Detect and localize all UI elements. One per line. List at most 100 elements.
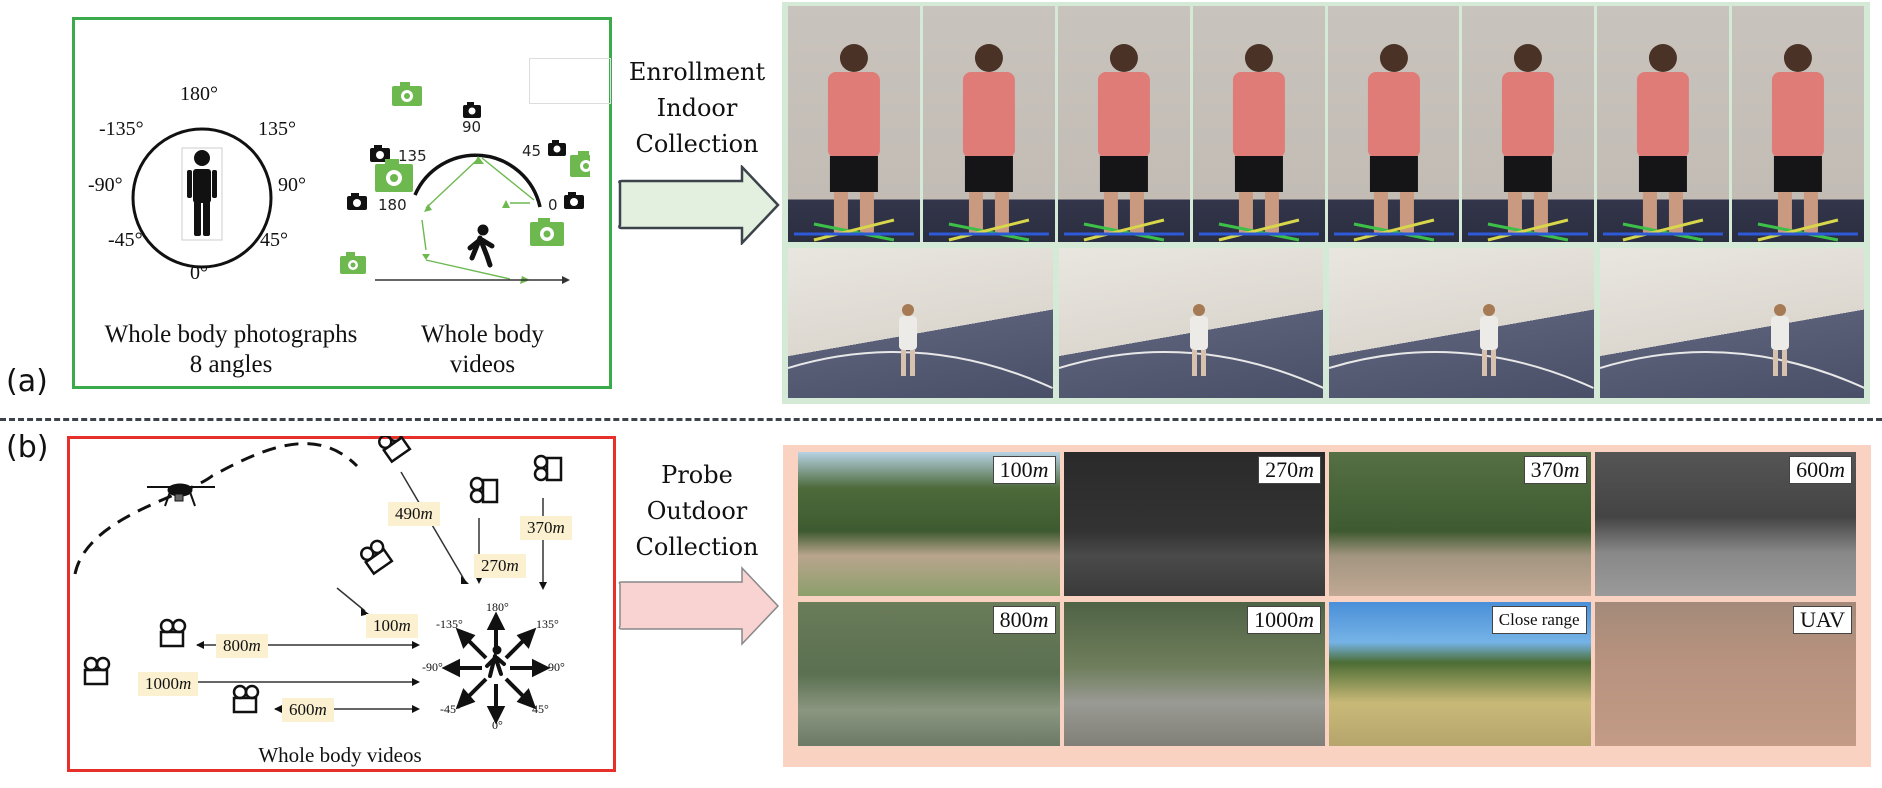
enrollment-photo: [1597, 6, 1730, 242]
probe-distance-diagram: [73, 436, 563, 725]
part-label-b: (b): [6, 430, 49, 465]
distance-unit: m: [552, 518, 565, 537]
probe-frame: 800m: [798, 602, 1060, 746]
video-camera-icon-800: [159, 618, 187, 648]
angle-0: 0°: [492, 718, 503, 732]
angle-135: 135°: [536, 617, 559, 631]
angle-label-neg45: -45°: [108, 229, 143, 251]
distance-lines: [147, 471, 544, 710]
enrollment-arrow-icon: [618, 165, 780, 245]
enrollment-photo: [922, 6, 1055, 242]
enrollment-photo: [1732, 6, 1864, 242]
angle-neg90: -90°: [422, 660, 443, 674]
distance-unit: m: [398, 616, 411, 635]
person-figure: [793, 44, 914, 242]
walking-subject: [1058, 304, 1323, 389]
distance-370-value: 370: [527, 518, 553, 537]
video-angle-45: 45: [522, 142, 542, 160]
probe-frame-label-unit: m: [1298, 607, 1314, 632]
video-camera-icon-370: [533, 454, 563, 482]
walking-person-icon: [467, 224, 495, 268]
probe-frame-label: 1000m: [1247, 606, 1321, 634]
angle-neg135: -135°: [436, 617, 463, 631]
video-camera-icon-270: [469, 476, 499, 504]
camera-icon-green-top: [392, 82, 422, 106]
angle-circle: [131, 127, 273, 269]
photo-angle-circle: [131, 127, 273, 269]
probe-frame-label: 370m: [1523, 456, 1587, 484]
video-angle-0: 0: [548, 196, 558, 214]
probe-setup-panel: [67, 436, 616, 772]
enrollment-video-frame: [1058, 248, 1323, 398]
enrollment-photo: [1327, 6, 1460, 242]
probe-frame-label-value: 800: [999, 607, 1033, 632]
angle-label-45: 45°: [260, 229, 288, 251]
distance-label-1000: 1000m: [138, 672, 199, 696]
enrollment-photo: [1462, 6, 1595, 242]
enrollment-title-line3: Collection: [635, 130, 759, 158]
probe-frame: UAV: [1594, 602, 1856, 746]
caption-photographs-line2: 8 angles: [189, 351, 273, 378]
probe-frame-label-unit: m: [1032, 457, 1049, 482]
probe-frame: 370m: [1329, 452, 1591, 596]
caption-photographs-line1: Whole body photographs: [104, 321, 358, 348]
enrollment-title-line2: Indoor: [656, 94, 738, 122]
caption-videos-line1: Whole body: [421, 321, 544, 348]
angle-label-135: 135°: [258, 118, 296, 140]
angle-label-180: 180°: [180, 83, 218, 105]
camera-arc: [413, 153, 542, 208]
probe-frame-label-value: 100: [999, 457, 1033, 482]
probe-title-line3: Collection: [635, 533, 759, 561]
direction-arrows: [441, 611, 551, 725]
distance-unit: m: [248, 636, 261, 655]
probe-frame: Close range: [1329, 602, 1591, 746]
angle-90: 90°: [548, 660, 565, 674]
probe-frame: 1000m: [1063, 602, 1325, 746]
probe-frame-label-value: 270: [1265, 457, 1299, 482]
video-camera-icon-1000: [83, 656, 111, 686]
angle-label-neg90: -90°: [88, 174, 123, 196]
person-figure: [1603, 44, 1724, 242]
distance-270-value: 270: [481, 556, 507, 575]
probe-frame-label: 800m: [992, 606, 1056, 634]
angle-label-90: 90°: [278, 174, 306, 196]
camera-icon-green-bottom: [340, 252, 366, 274]
enrollment-video-frame: [788, 248, 1053, 398]
probe-frame: 100m: [798, 452, 1060, 596]
video-camera-icon-100: [360, 539, 394, 576]
angle-180: 180°: [486, 600, 509, 614]
distance-label-490: 490m: [388, 502, 440, 526]
person-figure: [928, 44, 1049, 242]
distance-unit: m: [506, 556, 519, 575]
camera-icon-green-45: [570, 151, 590, 177]
camera-icon-green-0: [530, 218, 564, 246]
camera-icon-black-135: [370, 145, 390, 162]
distance-label-800: 800m: [216, 634, 268, 658]
video-angle-180: 180: [378, 196, 407, 214]
video-angle-diagram: [340, 82, 590, 284]
probe-frame-label: UAV: [1793, 606, 1852, 634]
distance-label-600: 600m: [282, 698, 334, 722]
probe-frame-label-value: 600: [1796, 457, 1830, 482]
distance-unit: m: [179, 674, 192, 693]
probe-title-line2: Outdoor: [646, 497, 748, 525]
probe-frame: 600m: [1594, 452, 1856, 596]
enrollment-title: Enrollment Indoor Collection: [616, 54, 778, 162]
section-divider: [0, 418, 1882, 421]
distance-1000-value: 1000: [145, 674, 179, 693]
part-label-a: (a): [6, 364, 48, 399]
probe-frame-label-value: 1000: [1254, 607, 1299, 632]
probe-title-line1: Probe: [661, 461, 733, 489]
video-angle-135: 135: [398, 147, 427, 165]
walking-subject: [788, 304, 1053, 389]
person-figure: [1063, 44, 1184, 242]
camera-icon-black-180: [347, 193, 367, 210]
angle-label-neg135: -135°: [99, 118, 144, 140]
camera-icon-black-90: [463, 102, 481, 118]
probe-frame-label-value: UAV: [1800, 607, 1845, 632]
path-arrowheads: [422, 156, 530, 284]
probe-frame-label-value: 370: [1530, 457, 1564, 482]
camera-icon-green-135: [375, 159, 413, 192]
enrollment-photo: [788, 6, 920, 242]
distance-label-270: 270m: [474, 554, 526, 578]
